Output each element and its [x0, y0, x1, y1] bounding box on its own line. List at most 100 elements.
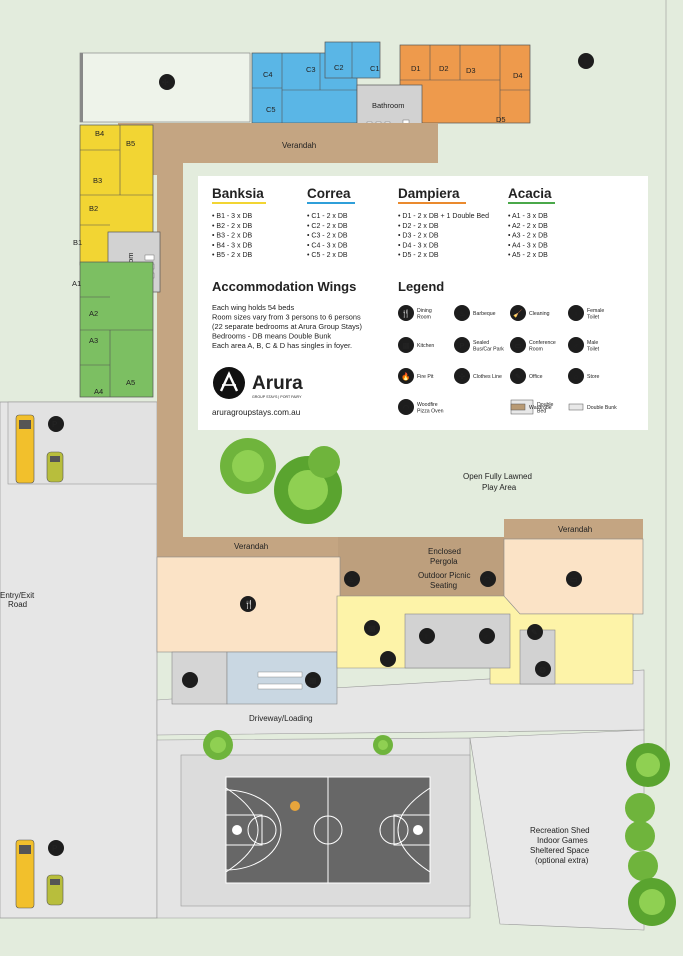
legend-label: Male	[587, 340, 598, 346]
room-d2: D2	[439, 64, 449, 73]
legend-label: Toilet	[587, 315, 600, 321]
arura-logo	[213, 367, 245, 399]
wing-list: Banksia• B1 - 3 x DB• B2 - 2 x DB• B3 - …	[212, 186, 555, 259]
room-c4: C4	[263, 70, 273, 79]
wing-room-entry: • C5 - 2 x DB	[307, 252, 348, 259]
court-free-throw-right	[379, 815, 409, 845]
svg-text:◍: ◍	[539, 665, 546, 674]
room-b4: B4	[95, 129, 104, 138]
entry-label-2: Road	[8, 600, 27, 609]
svg-text:▭: ▭	[570, 575, 578, 584]
entry-label-1: Entry/Exit	[0, 591, 35, 600]
cleaning-icon: 🧹	[510, 305, 526, 321]
svg-text:◠: ◠	[403, 403, 410, 412]
court-centre-circle	[313, 815, 343, 845]
wing-room-entry: • A5 - 2 x DB	[508, 252, 548, 259]
room-b3: B3	[93, 176, 102, 185]
svg-text:♂: ♂	[573, 341, 579, 350]
svg-text:🍴: 🍴	[244, 599, 254, 609]
pergola-label-1: Enclosed	[428, 547, 461, 556]
fire-pit-icon: 🔥	[398, 368, 414, 384]
svg-text:♀: ♀	[423, 632, 429, 641]
legend-label: Clothes Line	[473, 374, 502, 380]
legend-label: Cleaning	[529, 311, 550, 317]
pizza-oven-icon: ◠	[398, 399, 414, 415]
accommodation-note: Bedrooms - DB means Double Bunk	[212, 332, 331, 341]
svg-text:⌂: ⌂	[574, 372, 579, 381]
lawn-label-1: Open Fully Lawned	[463, 472, 532, 481]
verandah-north-label: Verandah	[282, 141, 316, 150]
acacia-wing	[79, 261, 154, 398]
wing-underline	[307, 202, 355, 204]
tree-cluster-east	[625, 743, 676, 926]
room-a5: A5	[126, 378, 135, 387]
room-b1: B1	[73, 238, 82, 247]
lawn-label-2: Play Area	[482, 483, 517, 492]
svg-text:▭: ▭	[514, 341, 521, 350]
svg-text:P: P	[52, 420, 58, 429]
accommodation-note: (22 separate bedrooms at Arura Group Sta…	[212, 322, 362, 331]
court-logo-right	[413, 825, 423, 835]
kitchen-icon: ▦	[305, 672, 321, 688]
svg-text:P: P	[459, 341, 464, 350]
legend-label: Woodfire	[417, 402, 438, 408]
picnic-label-2: Seating	[430, 581, 457, 590]
accommodation-note: Room sizes vary from 3 persons to 6 pers…	[212, 313, 361, 322]
male-toilet-icon: ♂	[479, 628, 495, 644]
wardrobe-swatch	[510, 403, 526, 411]
court-logo-left	[232, 825, 242, 835]
tree-cluster-lawn	[220, 438, 342, 524]
wing-room-entry: • D3 - 2 x DB	[398, 233, 439, 240]
wing-room-entry: • A1 - 3 x DB	[508, 213, 548, 220]
room-c1: C1	[370, 64, 380, 73]
svg-text:♀: ♀	[573, 309, 579, 318]
legend-label: Room	[417, 315, 431, 321]
wing-room-entry: • D5 - 2 x DB	[398, 252, 439, 259]
room-a1: A1	[72, 279, 81, 288]
legend-label: Bus/Car Park	[473, 347, 504, 353]
recreation-shed	[469, 729, 645, 931]
court-key-right	[393, 814, 431, 846]
svg-text:♨: ♨	[347, 575, 354, 584]
brand-tagline: GROUP STAYS | PORT FAIRY	[252, 395, 302, 399]
svg-text:▦: ▦	[402, 341, 409, 350]
bus-south	[15, 839, 35, 909]
rec-shed-label-4: (optional extra)	[535, 856, 589, 865]
clothes-line-icon: ✣	[454, 368, 470, 384]
court-three-right	[397, 787, 431, 873]
wing-room-entry: • A4 - 3 x DB	[508, 242, 548, 249]
female-toilet-icon: ♀	[419, 628, 435, 644]
wing-room-entry: • D1 - 2 x DB + 1 Double Bed	[398, 213, 489, 220]
svg-text:P: P	[52, 844, 58, 853]
wing-room-entry: • A2 - 2 x DB	[508, 223, 548, 230]
accommodation-heading: Accommodation Wings	[212, 279, 356, 294]
legend-label: Toilet	[587, 347, 600, 353]
wing-room-entry: • C1 - 2 x DB	[307, 213, 348, 220]
dining-room-icon: 🍴	[398, 305, 414, 321]
rec-shed-label-3: Sheltered Space	[530, 846, 590, 855]
driveway-label: Driveway/Loading	[249, 714, 313, 723]
wing-room-entry: • B1 - 3 x DB	[212, 213, 253, 220]
wing-underline	[398, 202, 466, 204]
room-c2: C2	[334, 63, 344, 72]
legend-label: Bed	[537, 409, 546, 415]
wing-room-entry: • A3 - 2 x DB	[508, 233, 548, 240]
svg-text:✣: ✣	[162, 78, 169, 87]
wing-title-dampiera: Dampiera	[398, 186, 460, 201]
brand-website: aruragroupstays.com.au	[212, 408, 301, 417]
wing-room-entry: • C3 - 2 x DB	[307, 233, 348, 240]
legend-label: Pizza Oven	[417, 409, 444, 415]
female-toilet-icon: ♀	[578, 53, 594, 69]
legend-label: Office	[529, 374, 543, 380]
room-b2: B2	[89, 204, 98, 213]
wing-room-entry: • B2 - 2 x DB	[212, 223, 253, 230]
tree-cluster-court	[203, 730, 393, 760]
picnic-label-1: Outdoor Picnic	[418, 571, 470, 580]
wing-room-entry: • D2 - 2 x DB	[398, 223, 439, 230]
legend-heading: Legend	[398, 279, 444, 294]
svg-text:◠: ◠	[484, 575, 491, 584]
correa-wing-north	[324, 41, 381, 79]
kitchen-icon: ▦	[398, 337, 414, 353]
